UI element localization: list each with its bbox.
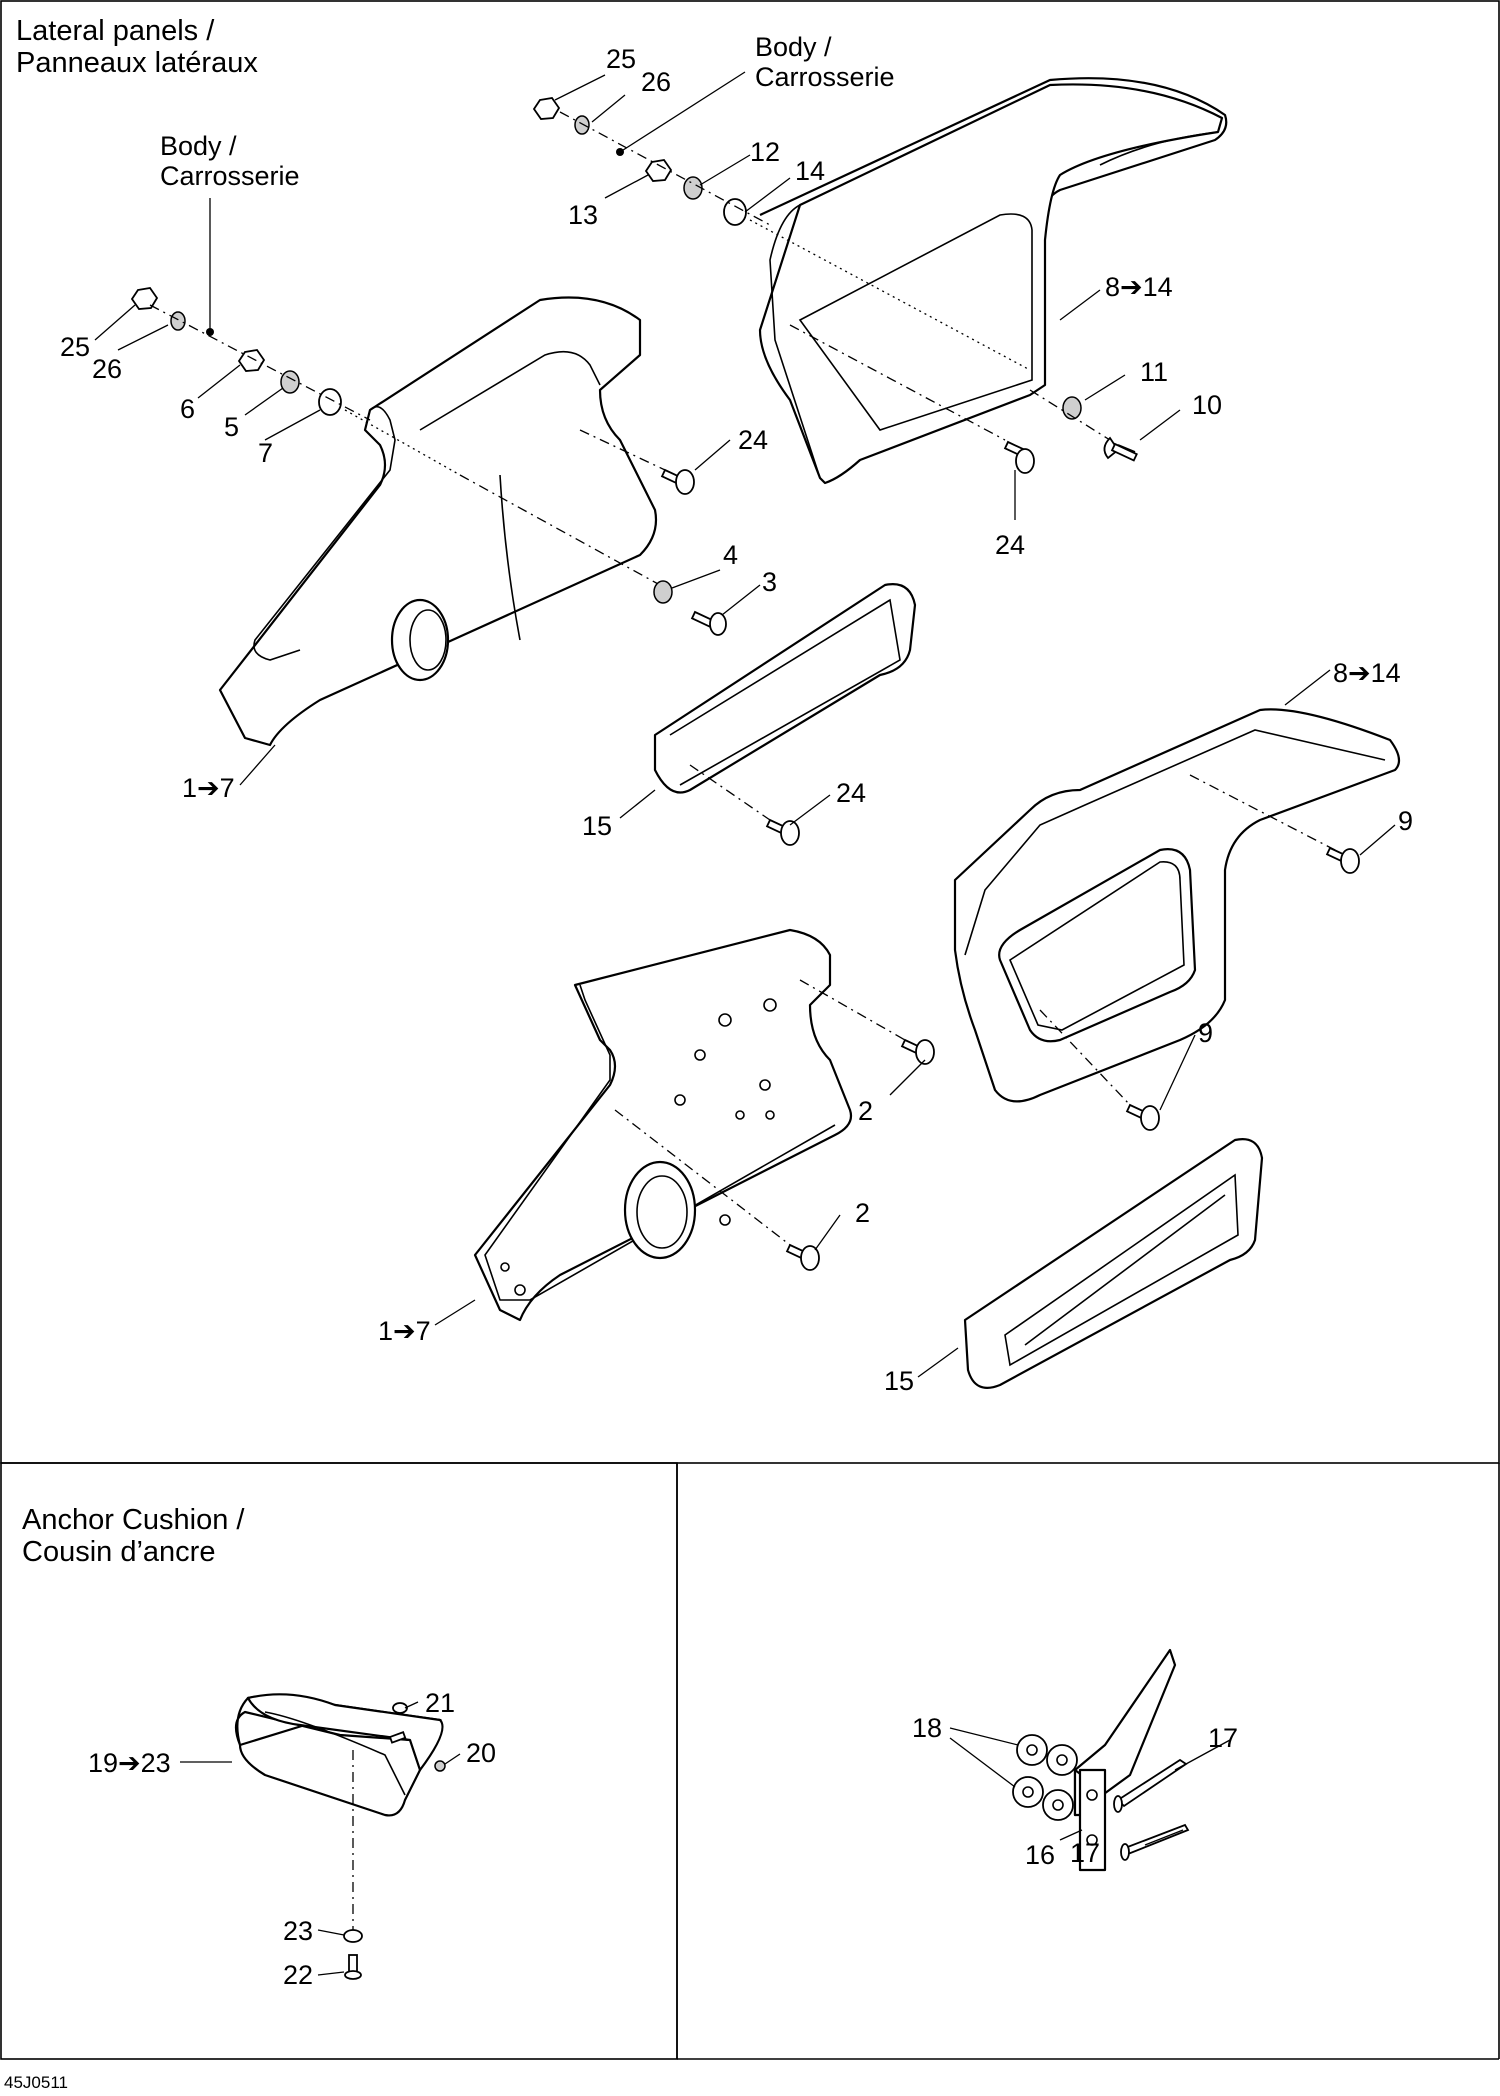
svg-text:12: 12 [750, 137, 780, 167]
svg-text:8➔14: 8➔14 [1105, 272, 1173, 302]
panel-8-14-interior [953, 708, 1401, 1103]
svg-text:26: 26 [641, 67, 671, 97]
svg-text:13: 13 [568, 200, 598, 230]
svg-text:1➔7: 1➔7 [378, 1316, 431, 1346]
svg-text:7: 7 [258, 438, 273, 468]
svg-text:4: 4 [723, 540, 738, 570]
svg-text:25: 25 [60, 332, 90, 362]
svg-text:9: 9 [1198, 1018, 1213, 1048]
svg-text:23: 23 [283, 1916, 313, 1946]
lateral-panels-title: Lateral panels / Panneaux latéraux [16, 15, 258, 79]
callout-labels: 25 26 12 14 13 8➔14 11 10 24 25 26 6 5 7… [4, 44, 1413, 2092]
trim-15-upper [653, 583, 917, 794]
svg-text:8➔14: 8➔14 [1333, 658, 1401, 688]
svg-text:10: 10 [1192, 390, 1222, 420]
svg-text:3: 3 [762, 567, 777, 597]
svg-text:17: 17 [1208, 1723, 1238, 1753]
svg-text:18: 18 [912, 1713, 942, 1743]
svg-text:14: 14 [795, 156, 825, 186]
panel-1-7-exterior [218, 296, 658, 747]
svg-text:9: 9 [1398, 806, 1413, 836]
svg-text:24: 24 [995, 530, 1025, 560]
svg-text:22: 22 [283, 1960, 313, 1990]
svg-text:11: 11 [1140, 357, 1168, 387]
svg-text:15: 15 [582, 811, 612, 841]
bracket-16-18 [1012, 1648, 1190, 1872]
body-note-top: Body / Carrosserie [755, 32, 895, 92]
panel-1-7-interior [473, 928, 853, 1322]
svg-text:2: 2 [855, 1198, 870, 1228]
svg-text:24: 24 [738, 425, 768, 455]
svg-text:21: 21 [425, 1688, 455, 1718]
leader-lines [94, 74, 1396, 1976]
svg-text:24: 24 [836, 778, 866, 808]
anchor-cushion [234, 1693, 446, 1980]
svg-text:25: 25 [606, 44, 636, 74]
svg-text:5: 5 [224, 412, 239, 442]
svg-text:16: 16 [1025, 1840, 1055, 1870]
svg-text:20: 20 [466, 1738, 496, 1768]
svg-text:15: 15 [884, 1366, 914, 1396]
panel-8-14-exterior [758, 77, 1228, 485]
svg-text:2: 2 [858, 1096, 873, 1126]
body-note-left: Body / Carrosserie [160, 131, 300, 191]
svg-text:19➔23: 19➔23 [88, 1748, 171, 1778]
anchor-cushion-title: Anchor Cushion / Cousin d’ancre [22, 1504, 253, 1568]
svg-text:17: 17 [1070, 1838, 1100, 1868]
hardware [130, 97, 1360, 1271]
trim-15-lower [963, 1138, 1264, 1389]
svg-text:6: 6 [180, 394, 195, 424]
svg-text:1➔7: 1➔7 [182, 773, 235, 803]
svg-text:26: 26 [92, 354, 122, 384]
figure-code: 45J0511 [4, 2073, 68, 2092]
